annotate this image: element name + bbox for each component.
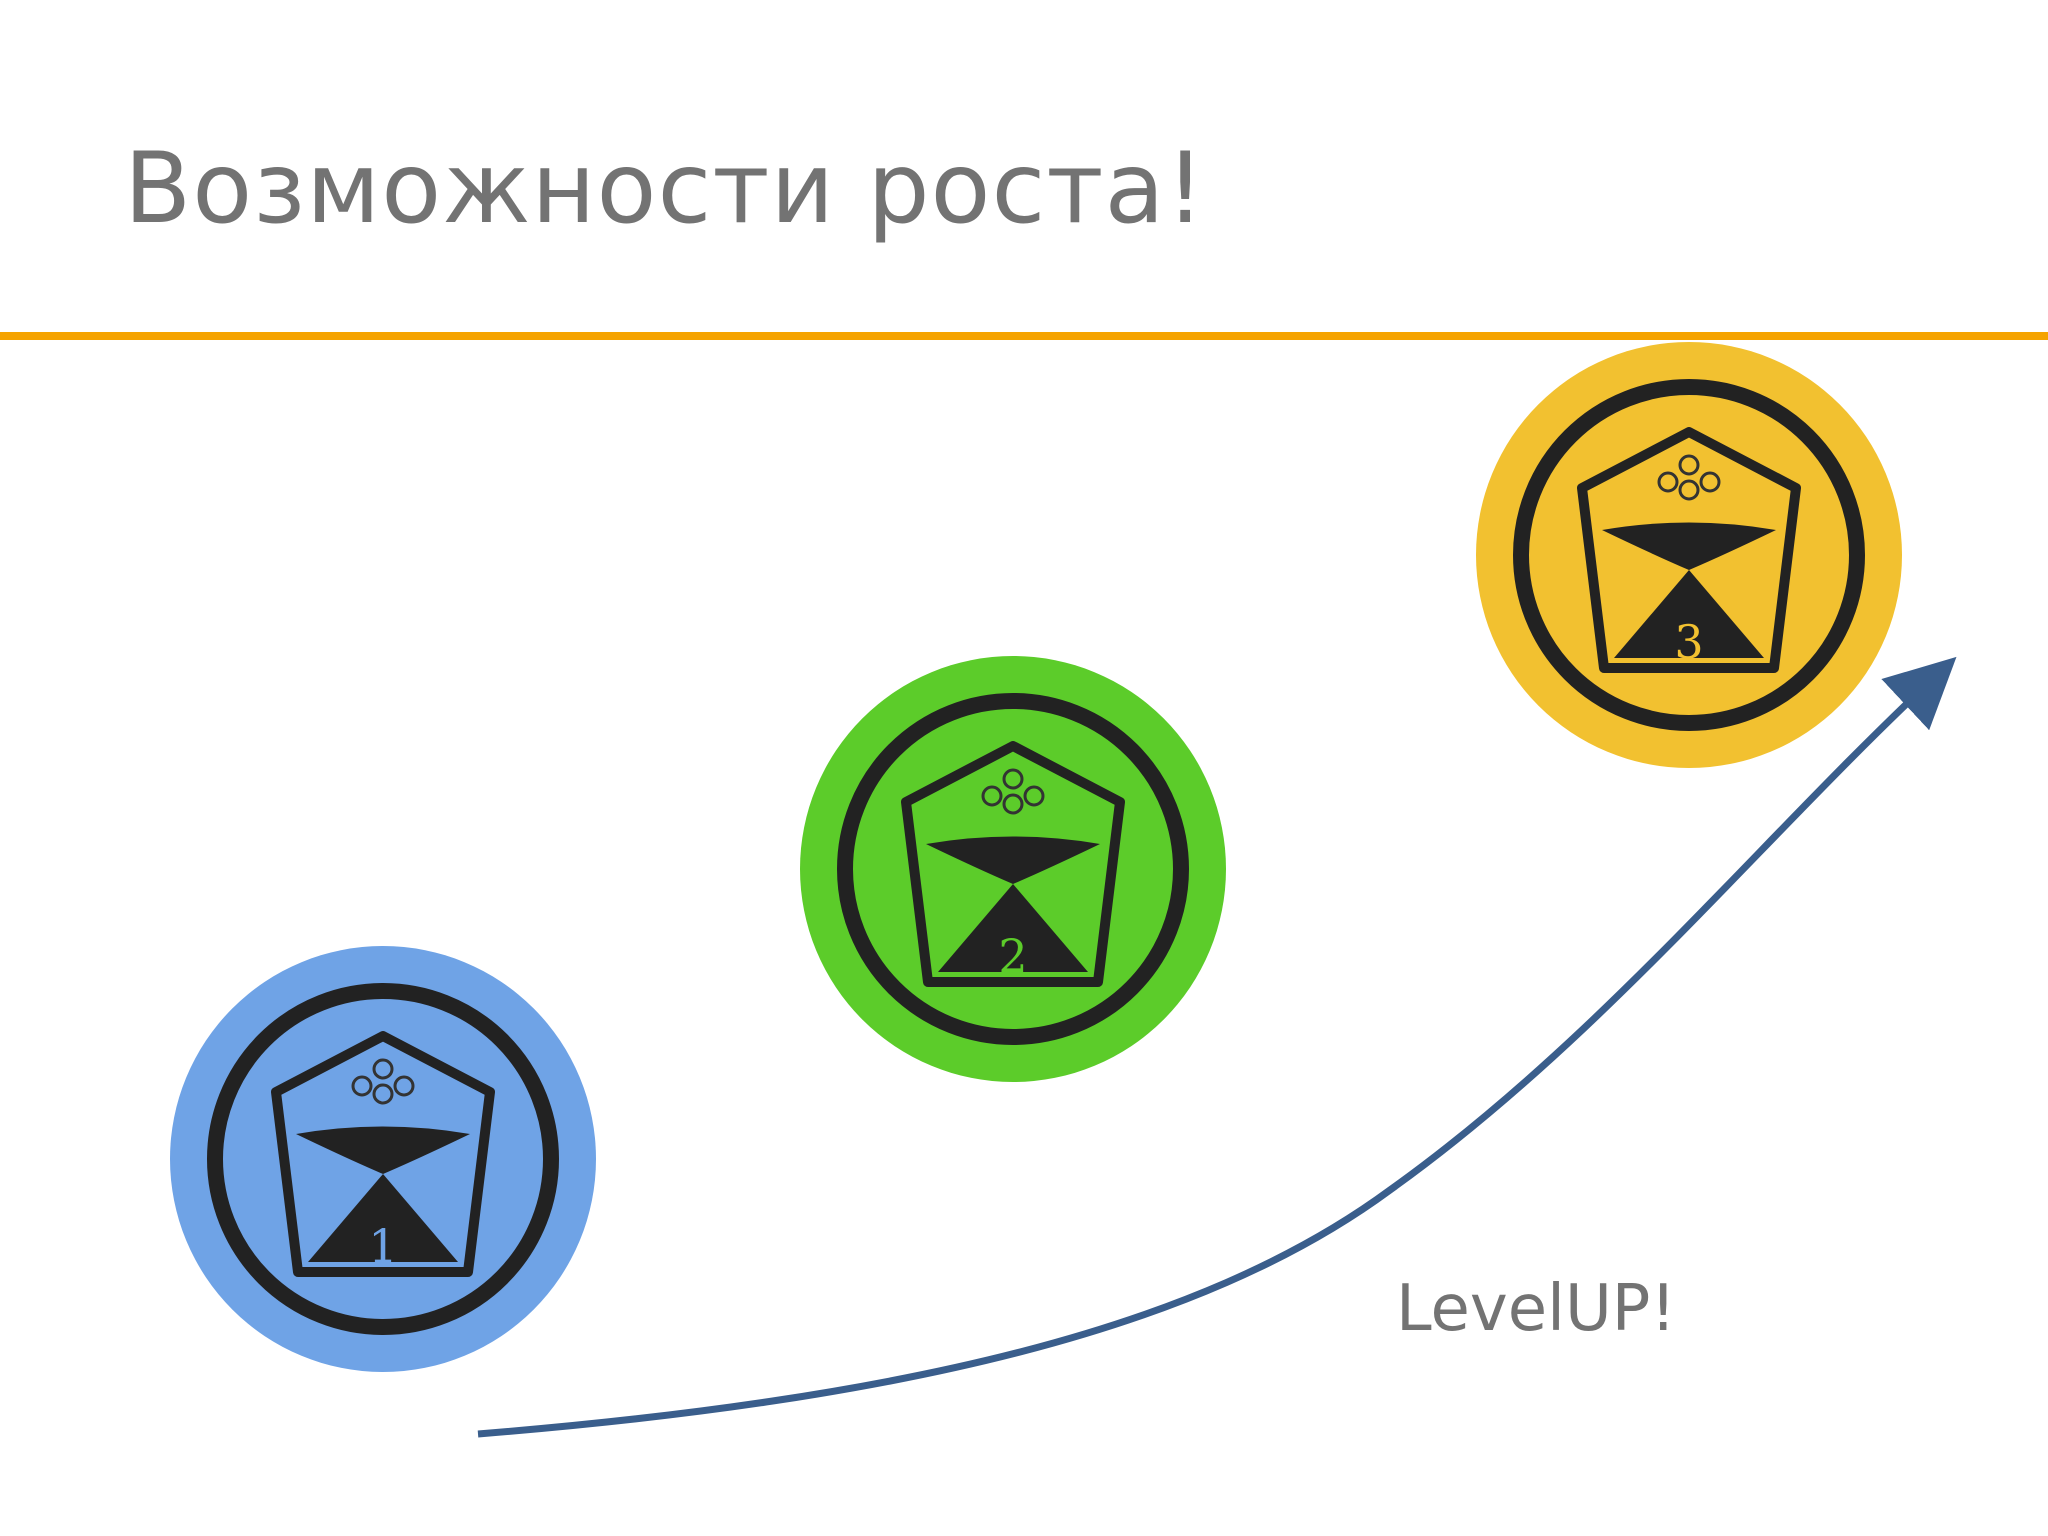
badge-level-number: 1 [368,1219,397,1273]
quality-mark-pentagon-icon: 2 [800,656,1226,1082]
quality-mark-pentagon-icon: 1 [170,946,596,1372]
accent-divider [0,332,2048,340]
slide-title: Возможности роста! [124,132,1206,246]
quality-mark-pentagon-icon: 3 [1476,342,1902,768]
level-2-badge: 2 [798,654,1228,1084]
level-3-badge: 3 [1474,340,1904,770]
levelup-caption: LevelUP! [1396,1272,1677,1346]
badge-level-number: 3 [1674,615,1703,669]
badge-level-number: 2 [998,929,1027,983]
level-1-badge: 1 [168,944,598,1374]
